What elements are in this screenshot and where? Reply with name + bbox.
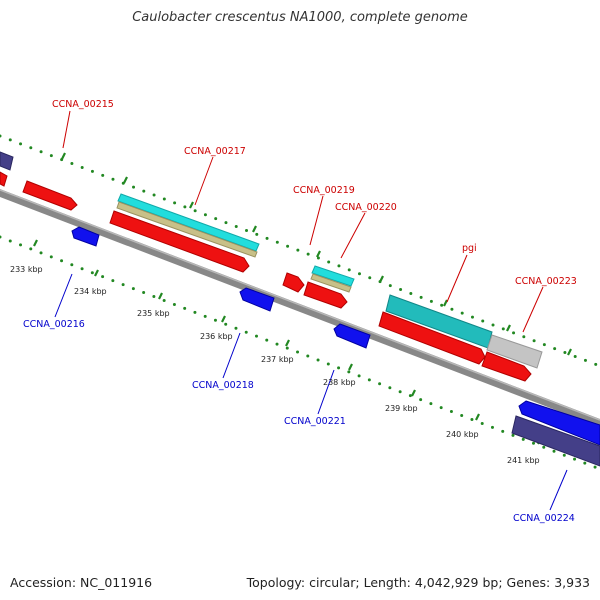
- forward-genes[interactable]: [0, 151, 543, 382]
- gene-label[interactable]: CCNA_00215: [52, 99, 114, 110]
- tick-label: 235 kbp: [137, 309, 170, 318]
- rna-feature[interactable]: [117, 193, 260, 252]
- gene-label[interactable]: pgi: [462, 243, 477, 254]
- misc-feature[interactable]: [310, 273, 352, 293]
- tick-mark: [221, 315, 226, 323]
- gene-arrow[interactable]: [239, 287, 275, 312]
- tick-mark: [506, 324, 511, 332]
- gene-arrow[interactable]: [481, 351, 532, 382]
- tick-mark: [33, 239, 38, 247]
- tick-label: 233 kbp: [10, 265, 43, 274]
- tick-label: 239 kbp: [385, 404, 418, 413]
- tick-label: 241 kbp: [507, 456, 540, 465]
- gene-arrow[interactable]: [303, 281, 348, 309]
- tick-mark: [158, 292, 163, 300]
- gene-arrow[interactable]: [22, 180, 78, 211]
- reverse-gene-labels: CCNA_00216 CCNA_00218 CCNA_00221 CCNA_00…: [23, 319, 575, 524]
- forward-leaders: [62, 110, 544, 333]
- tick-mark: [316, 250, 321, 258]
- gene-arrow[interactable]: [518, 400, 600, 446]
- tick-mark: [379, 275, 384, 283]
- misc-feature[interactable]: [486, 334, 543, 369]
- misc-feature[interactable]: [116, 201, 258, 258]
- gene-label[interactable]: CCNA_00223: [515, 276, 577, 287]
- gene-arrow[interactable]: [0, 151, 14, 171]
- gene-arrow[interactable]: [109, 210, 250, 273]
- gene-label[interactable]: CCNA_00219: [293, 185, 355, 196]
- tick-label: 237 kbp: [261, 355, 294, 364]
- gene-label[interactable]: CCNA_00216: [23, 319, 85, 330]
- tick-label: 240 kbp: [446, 430, 479, 439]
- tick-mark: [189, 201, 194, 209]
- reverse-leaders: [54, 273, 568, 511]
- tick-mark: [61, 152, 66, 160]
- gene-arrow[interactable]: [0, 171, 8, 187]
- gene-arrow[interactable]: [71, 226, 100, 247]
- gene-label[interactable]: CCNA_00220: [335, 202, 397, 213]
- genome-backbone: [0, 189, 600, 427]
- tick-mark: [475, 413, 480, 421]
- gene-label[interactable]: CCNA_00217: [184, 146, 246, 157]
- tick-labels: 233 kbp 234 kbp 235 kbp 236 kbp 237 kbp …: [10, 265, 540, 465]
- genome-summary: Topology: circular; Length: 4,042,929 bp…: [246, 575, 590, 590]
- inner-major-ticks: [33, 239, 542, 445]
- tick-label: 234 kbp: [74, 287, 107, 296]
- tick-mark: [252, 225, 257, 233]
- tick-mark: [123, 176, 128, 184]
- tick-mark: [411, 389, 416, 397]
- outer-tick-track: [0, 134, 600, 368]
- tick-label: 236 kbp: [200, 332, 233, 341]
- gene-label[interactable]: CCNA_00221: [284, 416, 346, 427]
- tick-mark: [443, 299, 448, 307]
- tick-mark: [285, 339, 290, 347]
- tick-mark: [348, 363, 353, 371]
- gene-arrow[interactable]: [282, 272, 305, 293]
- map-title: Caulobacter crescentus NA1000, complete …: [132, 10, 468, 25]
- outer-major-ticks: [61, 152, 572, 356]
- reverse-genes[interactable]: [71, 226, 600, 467]
- rna-feature[interactable]: [311, 265, 355, 287]
- tick-mark: [94, 269, 99, 277]
- forward-gene-labels: CCNA_00215 CCNA_00217 CCNA_00219 CCNA_00…: [52, 99, 577, 287]
- accession-label: Accession: NC_011916: [10, 575, 153, 590]
- gene-arrow[interactable]: [333, 323, 371, 349]
- gene-label[interactable]: CCNA_00224: [513, 513, 575, 524]
- gene-label[interactable]: CCNA_00218: [192, 380, 254, 391]
- gene-arrow[interactable]: [511, 415, 600, 467]
- tick-label: 238 kbp: [323, 378, 356, 387]
- tick-mark: [567, 348, 572, 356]
- gene-arrow[interactable]: [378, 311, 486, 365]
